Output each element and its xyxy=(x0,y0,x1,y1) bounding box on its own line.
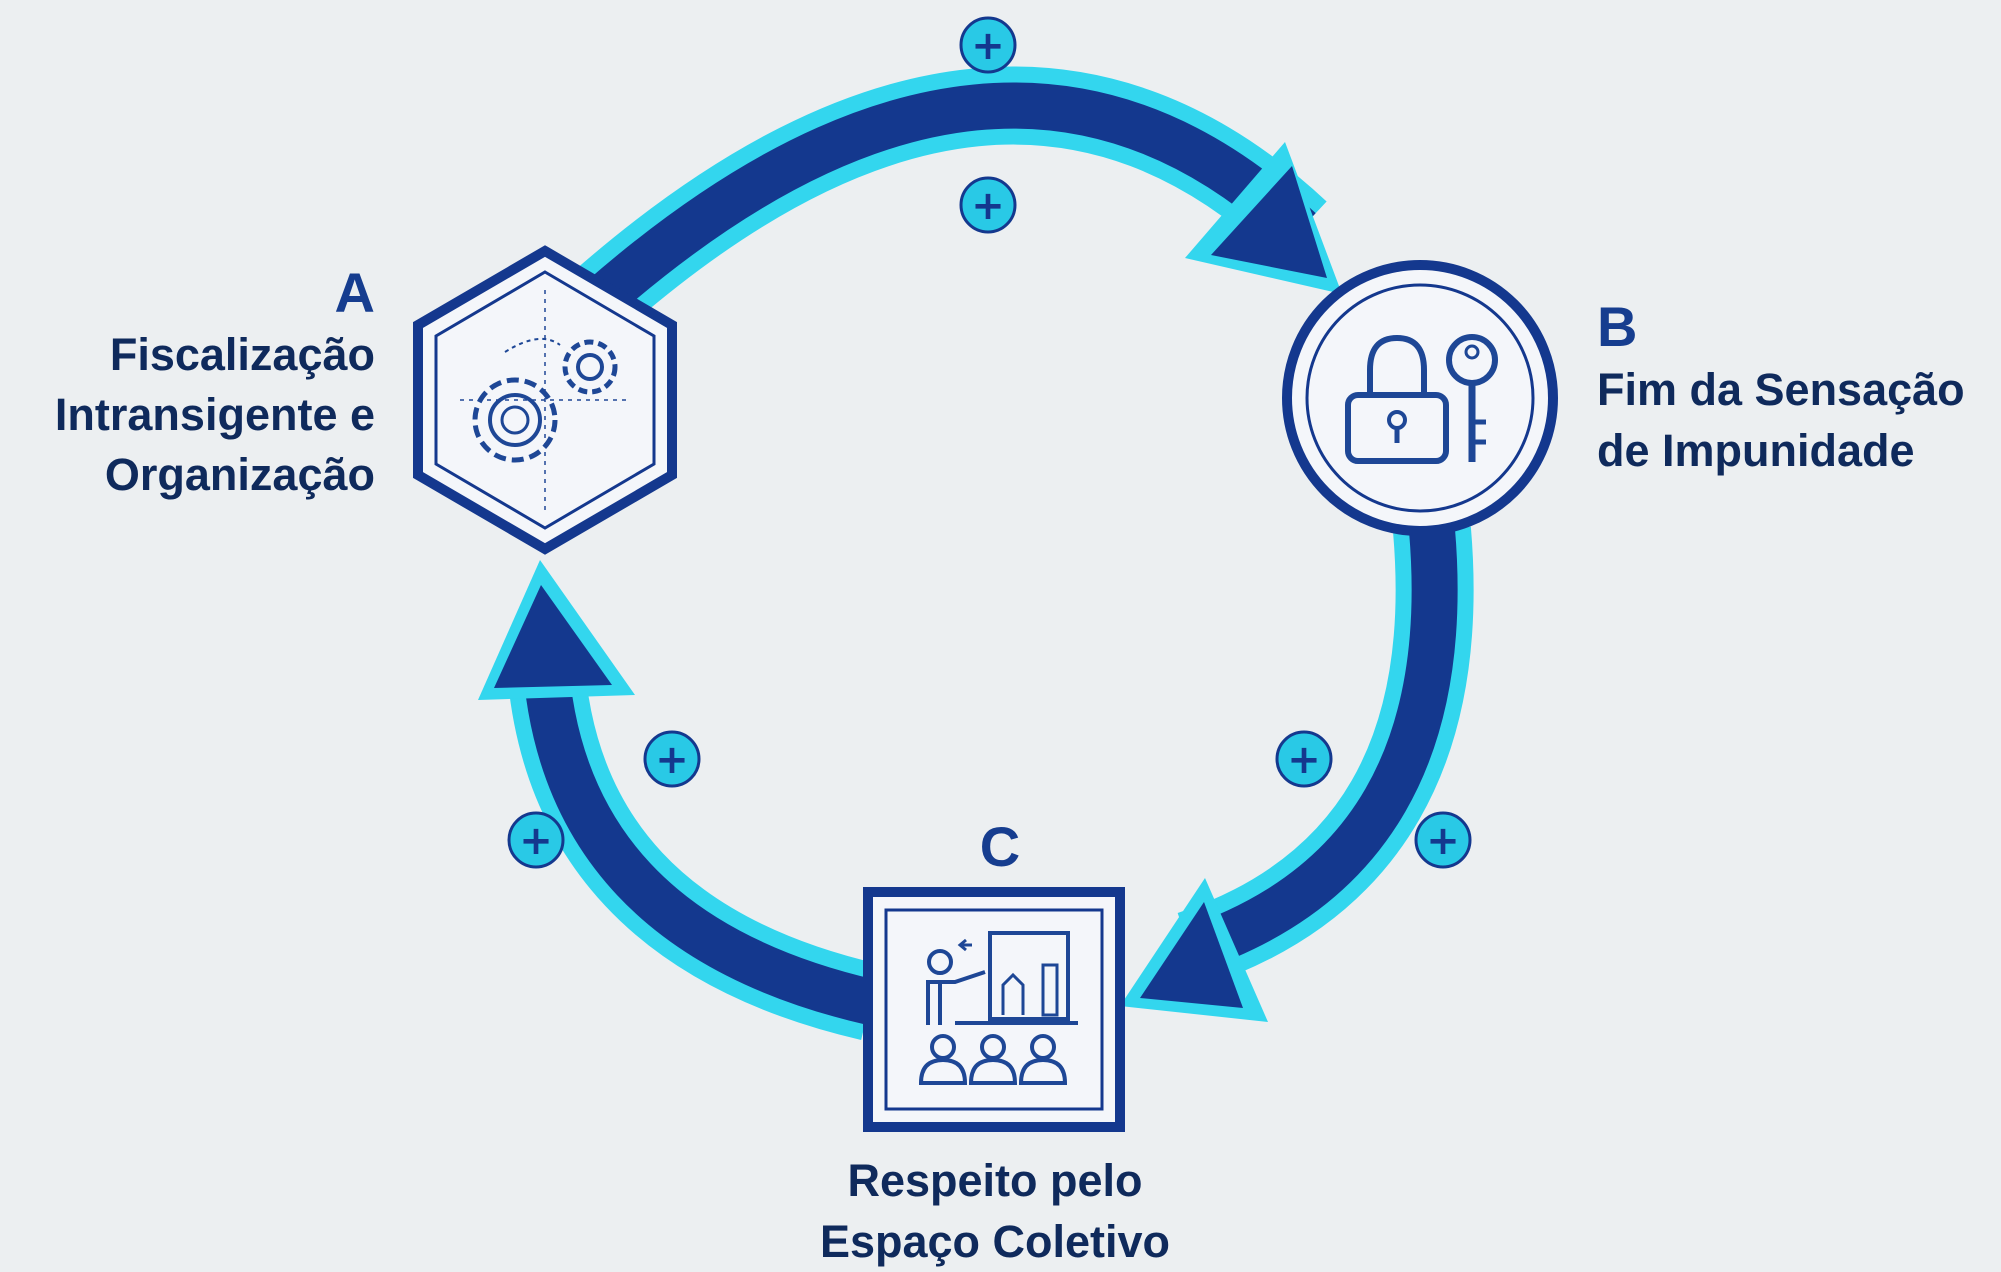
node-b xyxy=(1282,260,1558,536)
node-c-letter: C xyxy=(979,815,1021,878)
lock-and-key-icon xyxy=(1345,334,1498,464)
node-b-circle-inner xyxy=(1305,283,1535,513)
node-c-square-inner xyxy=(884,908,1104,1111)
node-a-letter: A xyxy=(334,261,375,324)
classroom-presentation-icon xyxy=(918,931,1078,1085)
node-b-title-line-2: de Impunidade xyxy=(1597,424,1915,476)
arrow-b-to-c-head xyxy=(1140,902,1243,1008)
plus-sign: + xyxy=(971,183,1005,229)
gears-icon xyxy=(460,290,630,510)
node-a-title-line-1: Fiscalização xyxy=(109,328,375,380)
arrow-c-to-a xyxy=(478,560,879,1040)
plus-badge-top-inner: + xyxy=(959,176,1017,234)
plus-badge-top-outer: + xyxy=(959,16,1017,74)
node-c xyxy=(863,887,1125,1132)
plus-sign: + xyxy=(519,818,553,864)
arrow-a-to-b-head xyxy=(1211,166,1327,278)
node-c-title-line-2: Espaço Coletivo xyxy=(819,1216,1171,1267)
arrow-a-to-b xyxy=(574,66,1342,330)
node-b-letter: B xyxy=(1597,295,1638,358)
node-a xyxy=(413,245,677,555)
arrow-b-to-c xyxy=(1120,526,1474,1022)
node-a-title-line-3: Organização xyxy=(104,448,375,500)
node-a-label: A Fiscalização Intransigente e Organizaç… xyxy=(54,261,375,505)
plus-badge-left-inner: + xyxy=(643,730,701,788)
node-a-title-line-2: Intransigente e xyxy=(54,388,375,440)
plus-badge-left-outer: + xyxy=(507,811,565,869)
node-c-square xyxy=(863,887,1125,1132)
arrow-c-to-a-head xyxy=(494,585,612,688)
node-b-title-line-1: Fim da Sensação xyxy=(1597,363,1965,415)
plus-sign: + xyxy=(1426,818,1460,864)
arrow-b-to-c-band xyxy=(1182,528,1458,972)
plus-sign: + xyxy=(971,23,1005,69)
node-c-title: Respeito pelo Espaço Coletivo xyxy=(750,1150,1240,1272)
node-b-label: B Fim da Sensação de Impunidade xyxy=(1597,295,1965,481)
arrow-a-to-b-band xyxy=(584,82,1316,318)
node-c-title-line-1: Respeito pelo xyxy=(847,1155,1143,1206)
plus-sign: + xyxy=(1287,737,1321,783)
plus-badge-right-outer: + xyxy=(1414,811,1472,869)
plus-badge-right-inner: + xyxy=(1275,730,1333,788)
node-a-hexagon-inner xyxy=(434,270,656,530)
plus-sign: + xyxy=(655,737,689,783)
arrow-c-to-a-band xyxy=(522,653,876,1025)
